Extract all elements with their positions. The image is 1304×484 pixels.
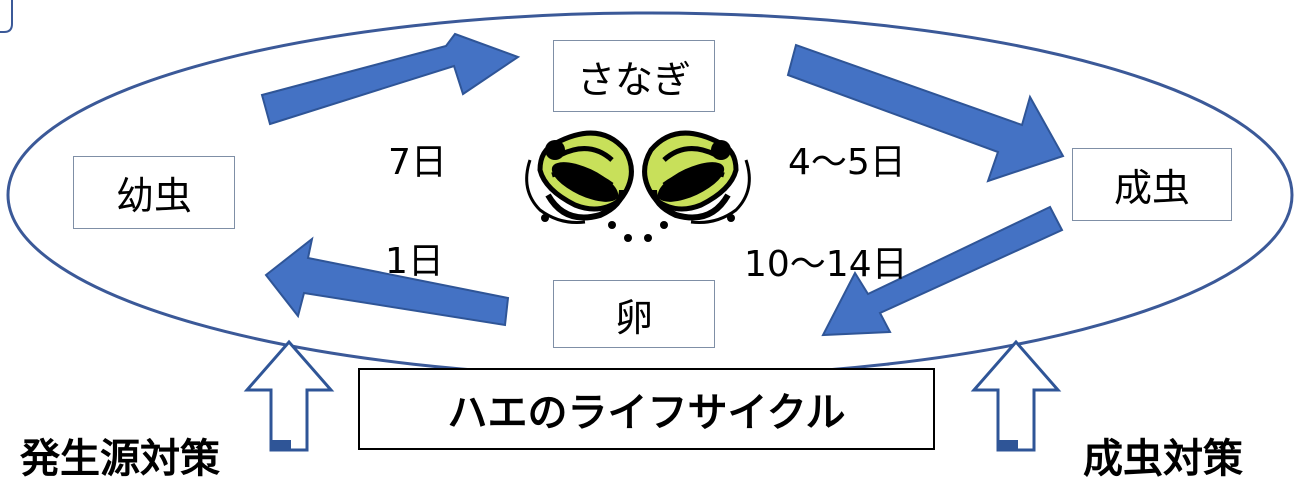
duration-egg-to-larva: 1日 <box>385 241 444 282</box>
arrow-larva-to-pupa <box>260 32 521 126</box>
arrow-base-mark <box>271 440 291 450</box>
adult-measure-label: 成虫対策 <box>1083 436 1243 482</box>
fly-left-icon <box>525 130 634 242</box>
stage-adult: 成虫 <box>1072 148 1232 221</box>
arrow-adult-to-egg <box>821 205 1064 337</box>
decorative-flies-icon <box>525 130 751 242</box>
corner-fragment <box>0 0 13 33</box>
diagram-title: ハエのライフサイクル <box>358 368 935 450</box>
fly-right-icon <box>642 130 751 242</box>
adult-measure-arrow <box>970 339 1062 452</box>
arrow-base-mark <box>998 440 1018 450</box>
duration-larva-to-pupa: 7日 <box>388 142 447 183</box>
stage-egg: 卵 <box>553 280 715 348</box>
source-measure-label: 発生源対策 <box>20 436 220 482</box>
arrow-egg-to-larva <box>264 236 510 327</box>
duration-pupa-to-adult: 4～5日 <box>788 142 906 183</box>
stage-larva: 幼虫 <box>73 156 235 229</box>
arrow-pupa-to-adult <box>786 43 1065 183</box>
source-measure-arrow <box>243 339 335 452</box>
duration-adult-to-egg: 10～14日 <box>744 244 908 285</box>
stage-pupa: さなぎ <box>553 40 715 112</box>
